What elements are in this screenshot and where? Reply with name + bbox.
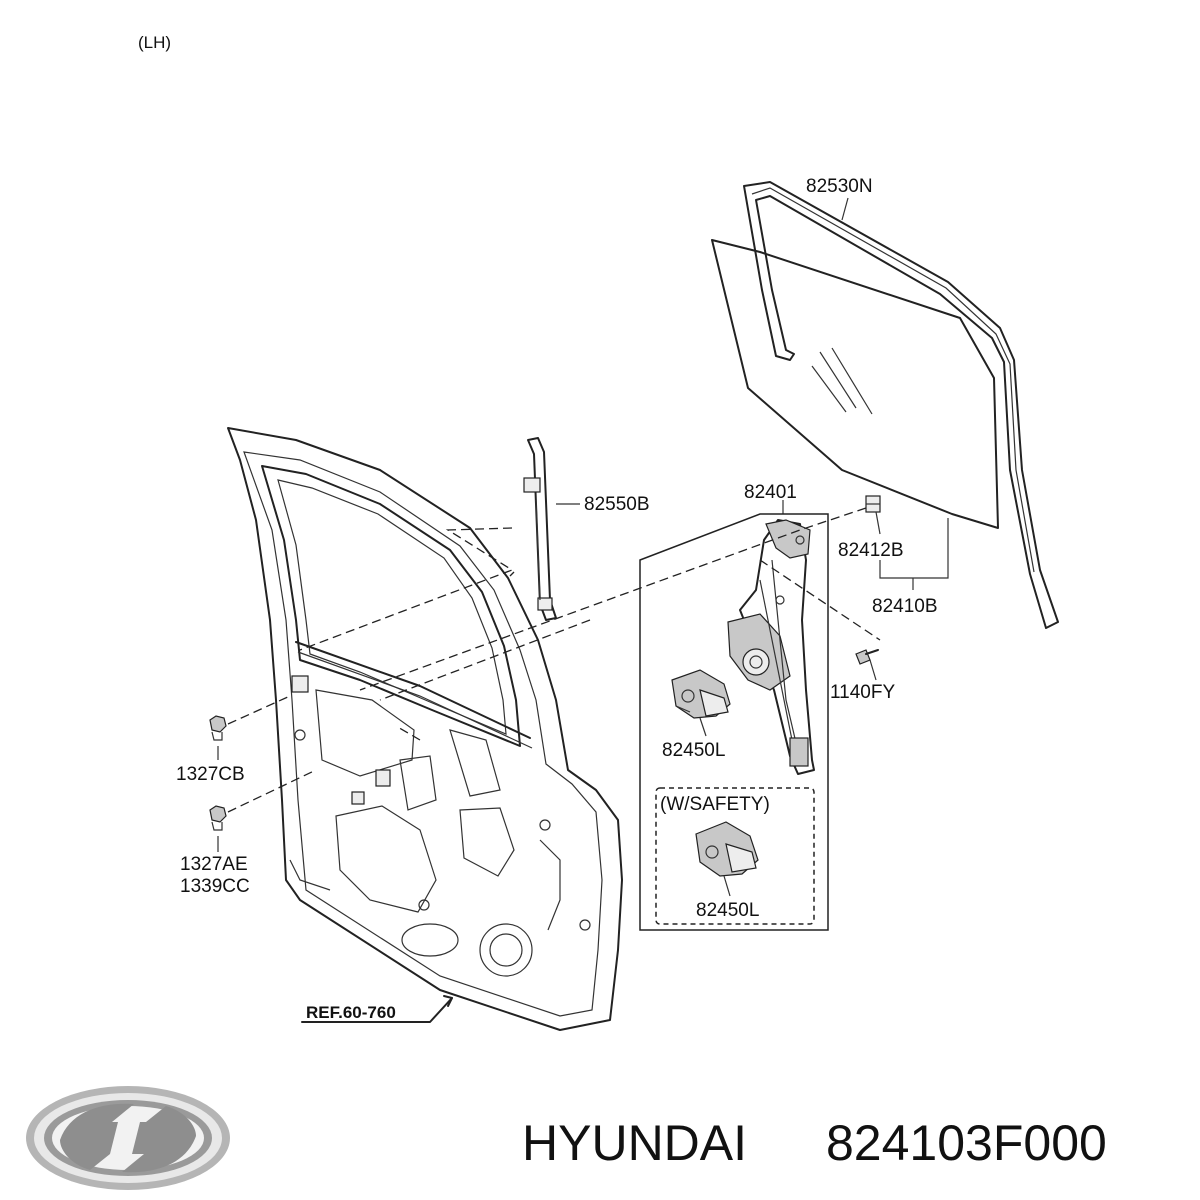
label-safety-note: (W/SAFETY) [660, 794, 770, 815]
label-bolt: 1140FY [830, 682, 895, 703]
label-rear-channel: 82550B [584, 494, 650, 515]
label-nut-lower-a: 1327AE [180, 854, 248, 875]
label-glass-run: 82530N [806, 176, 873, 197]
nut-1327ae [209, 805, 227, 831]
brand-name: HYUNDAI [522, 1115, 747, 1171]
label-motor: 82450L [662, 740, 725, 761]
hyundai-logo-icon [26, 1086, 230, 1190]
label-glass-clip: 82412B [838, 540, 904, 561]
label-regulator: 82401 [744, 482, 797, 503]
safety-option-frame [655, 787, 815, 925]
leader-lines [217, 197, 949, 1023]
bolt [855, 649, 879, 665]
safety-window-motor [695, 821, 759, 877]
label-reference: REF.60-760 [306, 1003, 396, 1022]
side-label: (LH) [138, 33, 171, 52]
window-motor [671, 669, 731, 719]
label-safety-motor: 82450L [696, 900, 759, 921]
label-nut-upper: 1327CB [176, 764, 245, 785]
label-nut-lower-b: 1339CC [180, 876, 250, 897]
door-panel [227, 427, 623, 1031]
assembly-lines [227, 507, 881, 813]
window-regulator [727, 519, 815, 775]
regulator-kit-frame [639, 513, 829, 931]
glass-run [743, 181, 1059, 629]
nut-1327cb [209, 715, 227, 741]
glass-clip [865, 495, 881, 513]
label-glass-assembly: 82410B [872, 596, 938, 617]
door-glass [711, 239, 999, 529]
rear-channel [523, 437, 557, 621]
part-number: 824103F000 [826, 1115, 1107, 1171]
